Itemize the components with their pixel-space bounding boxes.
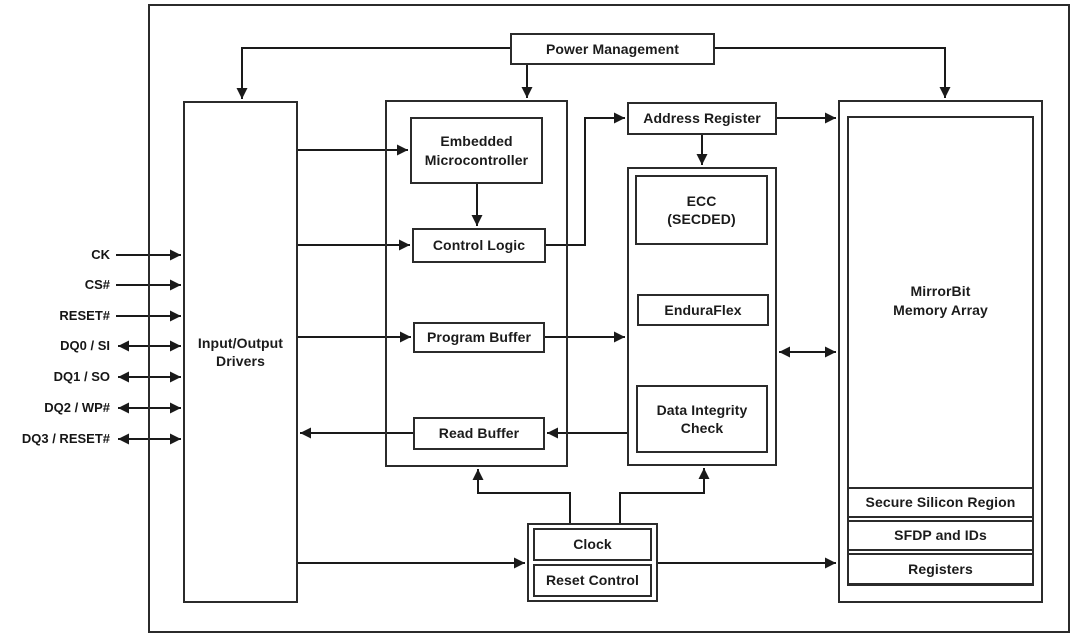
ecc-secded-block: ECC (SECDED) [635, 175, 768, 245]
memory-array-inner-frame [847, 116, 1034, 586]
signal-label-dq0-si: DQ0 / SI [60, 338, 110, 353]
sfdp-and-ids-block: SFDP and IDs [847, 520, 1034, 551]
read-buffer-block: Read Buffer [413, 417, 545, 450]
enduraflex-block: EnduraFlex [637, 294, 769, 326]
clock-reset-group-frame [527, 523, 658, 602]
address-register-block: Address Register [627, 102, 777, 135]
arrow-pm-to-memory [715, 47, 951, 98]
io-drivers-block: Input/Output Drivers [183, 101, 298, 603]
mirrorbit-memory-array-label: MirrorBit Memory Array [893, 283, 988, 318]
data-integrity-check-block: Data Integrity Check [636, 385, 768, 453]
program-buffer-block: Program Buffer [413, 322, 545, 353]
power-management-block: Power Management [510, 33, 715, 65]
signal-label-cs: CS# [84, 277, 110, 292]
signal-label-dq2-wp: DQ2 / WP# [44, 400, 110, 415]
signal-label-ck: CK [91, 247, 110, 262]
arrow-pm-to-io [236, 47, 510, 99]
clock-block: Clock [533, 528, 652, 561]
chip-boundary [148, 4, 1070, 633]
signal-label-reset: RESET# [59, 308, 110, 323]
memory-array-outer-frame [838, 100, 1043, 603]
registers-block: Registers [847, 553, 1034, 585]
logic-group-frame [385, 100, 568, 467]
ecc-group-frame [627, 167, 777, 466]
arrow-clock-to-logic-group [472, 469, 571, 523]
arrow-clock-to-ecc-group [619, 468, 710, 523]
arrow-control-logic-to-address-register [546, 112, 625, 246]
signal-label-dq3-reset: DQ3 / RESET# [21, 431, 110, 446]
control-logic-block: Control Logic [412, 228, 546, 263]
reset-control-block: Reset Control [533, 564, 652, 597]
embedded-microcontroller-block: Embedded Microcontroller [410, 117, 543, 184]
signal-label-dq1-so: DQ1 / SO [53, 369, 110, 384]
secure-silicon-region-block: Secure Silicon Region [847, 487, 1034, 518]
